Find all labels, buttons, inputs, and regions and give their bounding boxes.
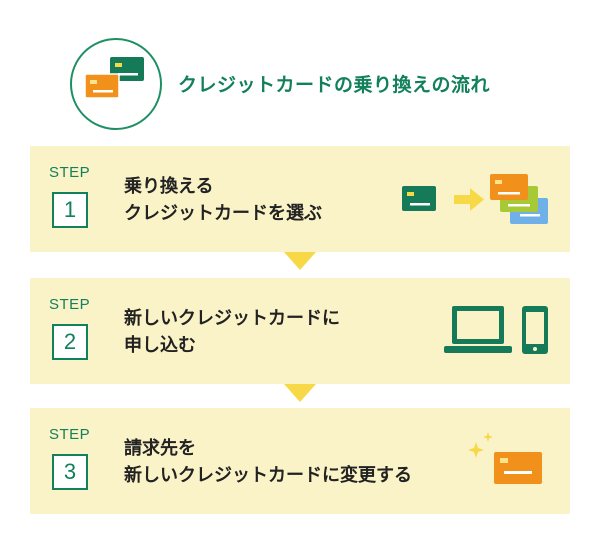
sparkle-card-icon xyxy=(468,432,542,484)
step-label: STEP xyxy=(49,426,91,443)
laptop-icon xyxy=(444,306,512,353)
step-label: STEP xyxy=(49,296,91,313)
step-1-panel: STEP 1 乗り換える クレジットカードを選ぶ xyxy=(30,146,570,252)
step-3-panel: STEP 3 請求先を 新しいクレジットカードに変更する xyxy=(30,408,570,514)
smartphone-icon xyxy=(522,306,548,354)
page-header: クレジットカードの乗り換えの流れ xyxy=(0,0,600,140)
down-arrow-icon xyxy=(284,252,316,270)
step-label: STEP xyxy=(49,164,91,181)
step-number: 1 xyxy=(52,192,88,228)
step-text-line2: 新しいクレジットカードに変更する xyxy=(124,465,412,486)
down-arrow-icon xyxy=(284,384,316,402)
step-text-line2: 申し込む xyxy=(124,335,196,356)
credit-cards-icon xyxy=(84,57,144,99)
step-text-line1: 乗り換える xyxy=(124,176,214,197)
step-text-line1: 新しいクレジットカードに xyxy=(124,308,340,329)
card-switch-icon xyxy=(402,174,548,224)
step-number: 3 xyxy=(52,454,88,490)
step-text-line1: 請求先を xyxy=(124,438,196,459)
step-number: 2 xyxy=(52,324,88,360)
page-title: クレジットカードの乗り換えの流れ xyxy=(178,74,491,96)
step-text-line2: クレジットカードを選ぶ xyxy=(124,203,322,224)
cards-icon-circle xyxy=(70,38,162,130)
step-2-panel: STEP 2 新しいクレジットカードに 申し込む xyxy=(30,278,570,384)
